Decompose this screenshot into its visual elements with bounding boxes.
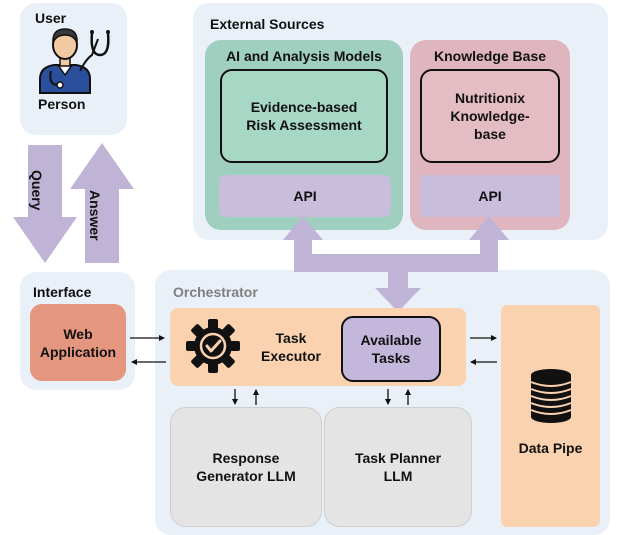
nutritionix-box[interactable]: Nutritionix Knowledge- base (420, 69, 560, 163)
user-title: User (35, 10, 67, 26)
doctor-person-icon (39, 28, 110, 94)
orchestrator-title: Orchestrator (173, 284, 258, 300)
task-executor-label: Task Executor (261, 330, 321, 364)
response-generator-llm-box[interactable]: Response Generator LLM (170, 407, 322, 527)
knowledge-base-title: Knowledge Base (433, 48, 547, 64)
task-planner-llm-box[interactable]: Task Planner LLM (324, 407, 472, 527)
available-tasks-box[interactable]: Available Tasks (341, 316, 441, 382)
answer-arrow (70, 143, 134, 263)
risk-assessment-box[interactable]: Evidence-based Risk Assessment (220, 69, 388, 163)
database-icon (530, 369, 572, 423)
web-application-box[interactable]: Web Application (30, 304, 126, 381)
person-label: Person (38, 96, 86, 112)
ai-api-box[interactable]: API (219, 175, 391, 217)
gear-check-icon (186, 319, 240, 373)
external-sources-title: External Sources (210, 16, 325, 32)
query-arrow (13, 145, 77, 263)
ai-models-title: AI and Analysis Models (226, 48, 382, 64)
interface-title: Interface (33, 284, 92, 300)
data-pipe-label: Data Pipe (518, 440, 583, 456)
kb-api-box[interactable]: API (420, 175, 560, 217)
